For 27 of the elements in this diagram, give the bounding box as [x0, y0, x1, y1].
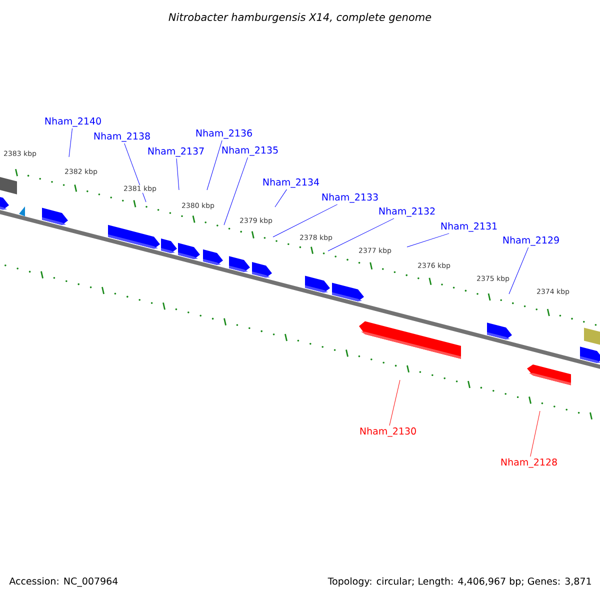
leader-line — [206, 140, 222, 190]
leader-line — [224, 157, 248, 226]
gene-label: Nham_2133 — [322, 193, 378, 203]
leader-line — [508, 247, 529, 294]
gene-label: Nham_2138 — [94, 132, 150, 142]
leader-line — [328, 218, 394, 252]
leader-line — [406, 233, 450, 248]
gene-label: Nham_2136 — [196, 129, 252, 139]
leader-line — [274, 189, 287, 208]
leader-line — [272, 204, 338, 238]
gene-label: Nham_2129 — [503, 236, 559, 246]
gene-label: Nham_2140 — [45, 117, 101, 127]
leader-line — [124, 143, 146, 202]
gene-label: Nham_2128 — [501, 458, 557, 468]
leader-line — [530, 410, 540, 457]
footer-text: Topology: circular; Length: 4,406,967 bp; Genes: 3,871 — [328, 577, 591, 587]
gene-label: Nham_2137 — [148, 147, 204, 157]
leader-line — [68, 128, 73, 158]
gene-label: Nham_2135 — [222, 146, 278, 156]
gene-label: Nham_2134 — [263, 178, 320, 188]
leader-line — [389, 380, 400, 426]
gene-label: Nham_2130 — [360, 427, 416, 437]
gene-label: Nham_2132 — [379, 207, 435, 217]
title: Nitrobacter hamburgensis X14, complete genome — [168, 12, 432, 24]
gene-label: Nham_2131 — [441, 222, 497, 232]
leader-line — [176, 158, 180, 190]
footer-text: Accession: NC_007964 — [9, 577, 118, 587]
